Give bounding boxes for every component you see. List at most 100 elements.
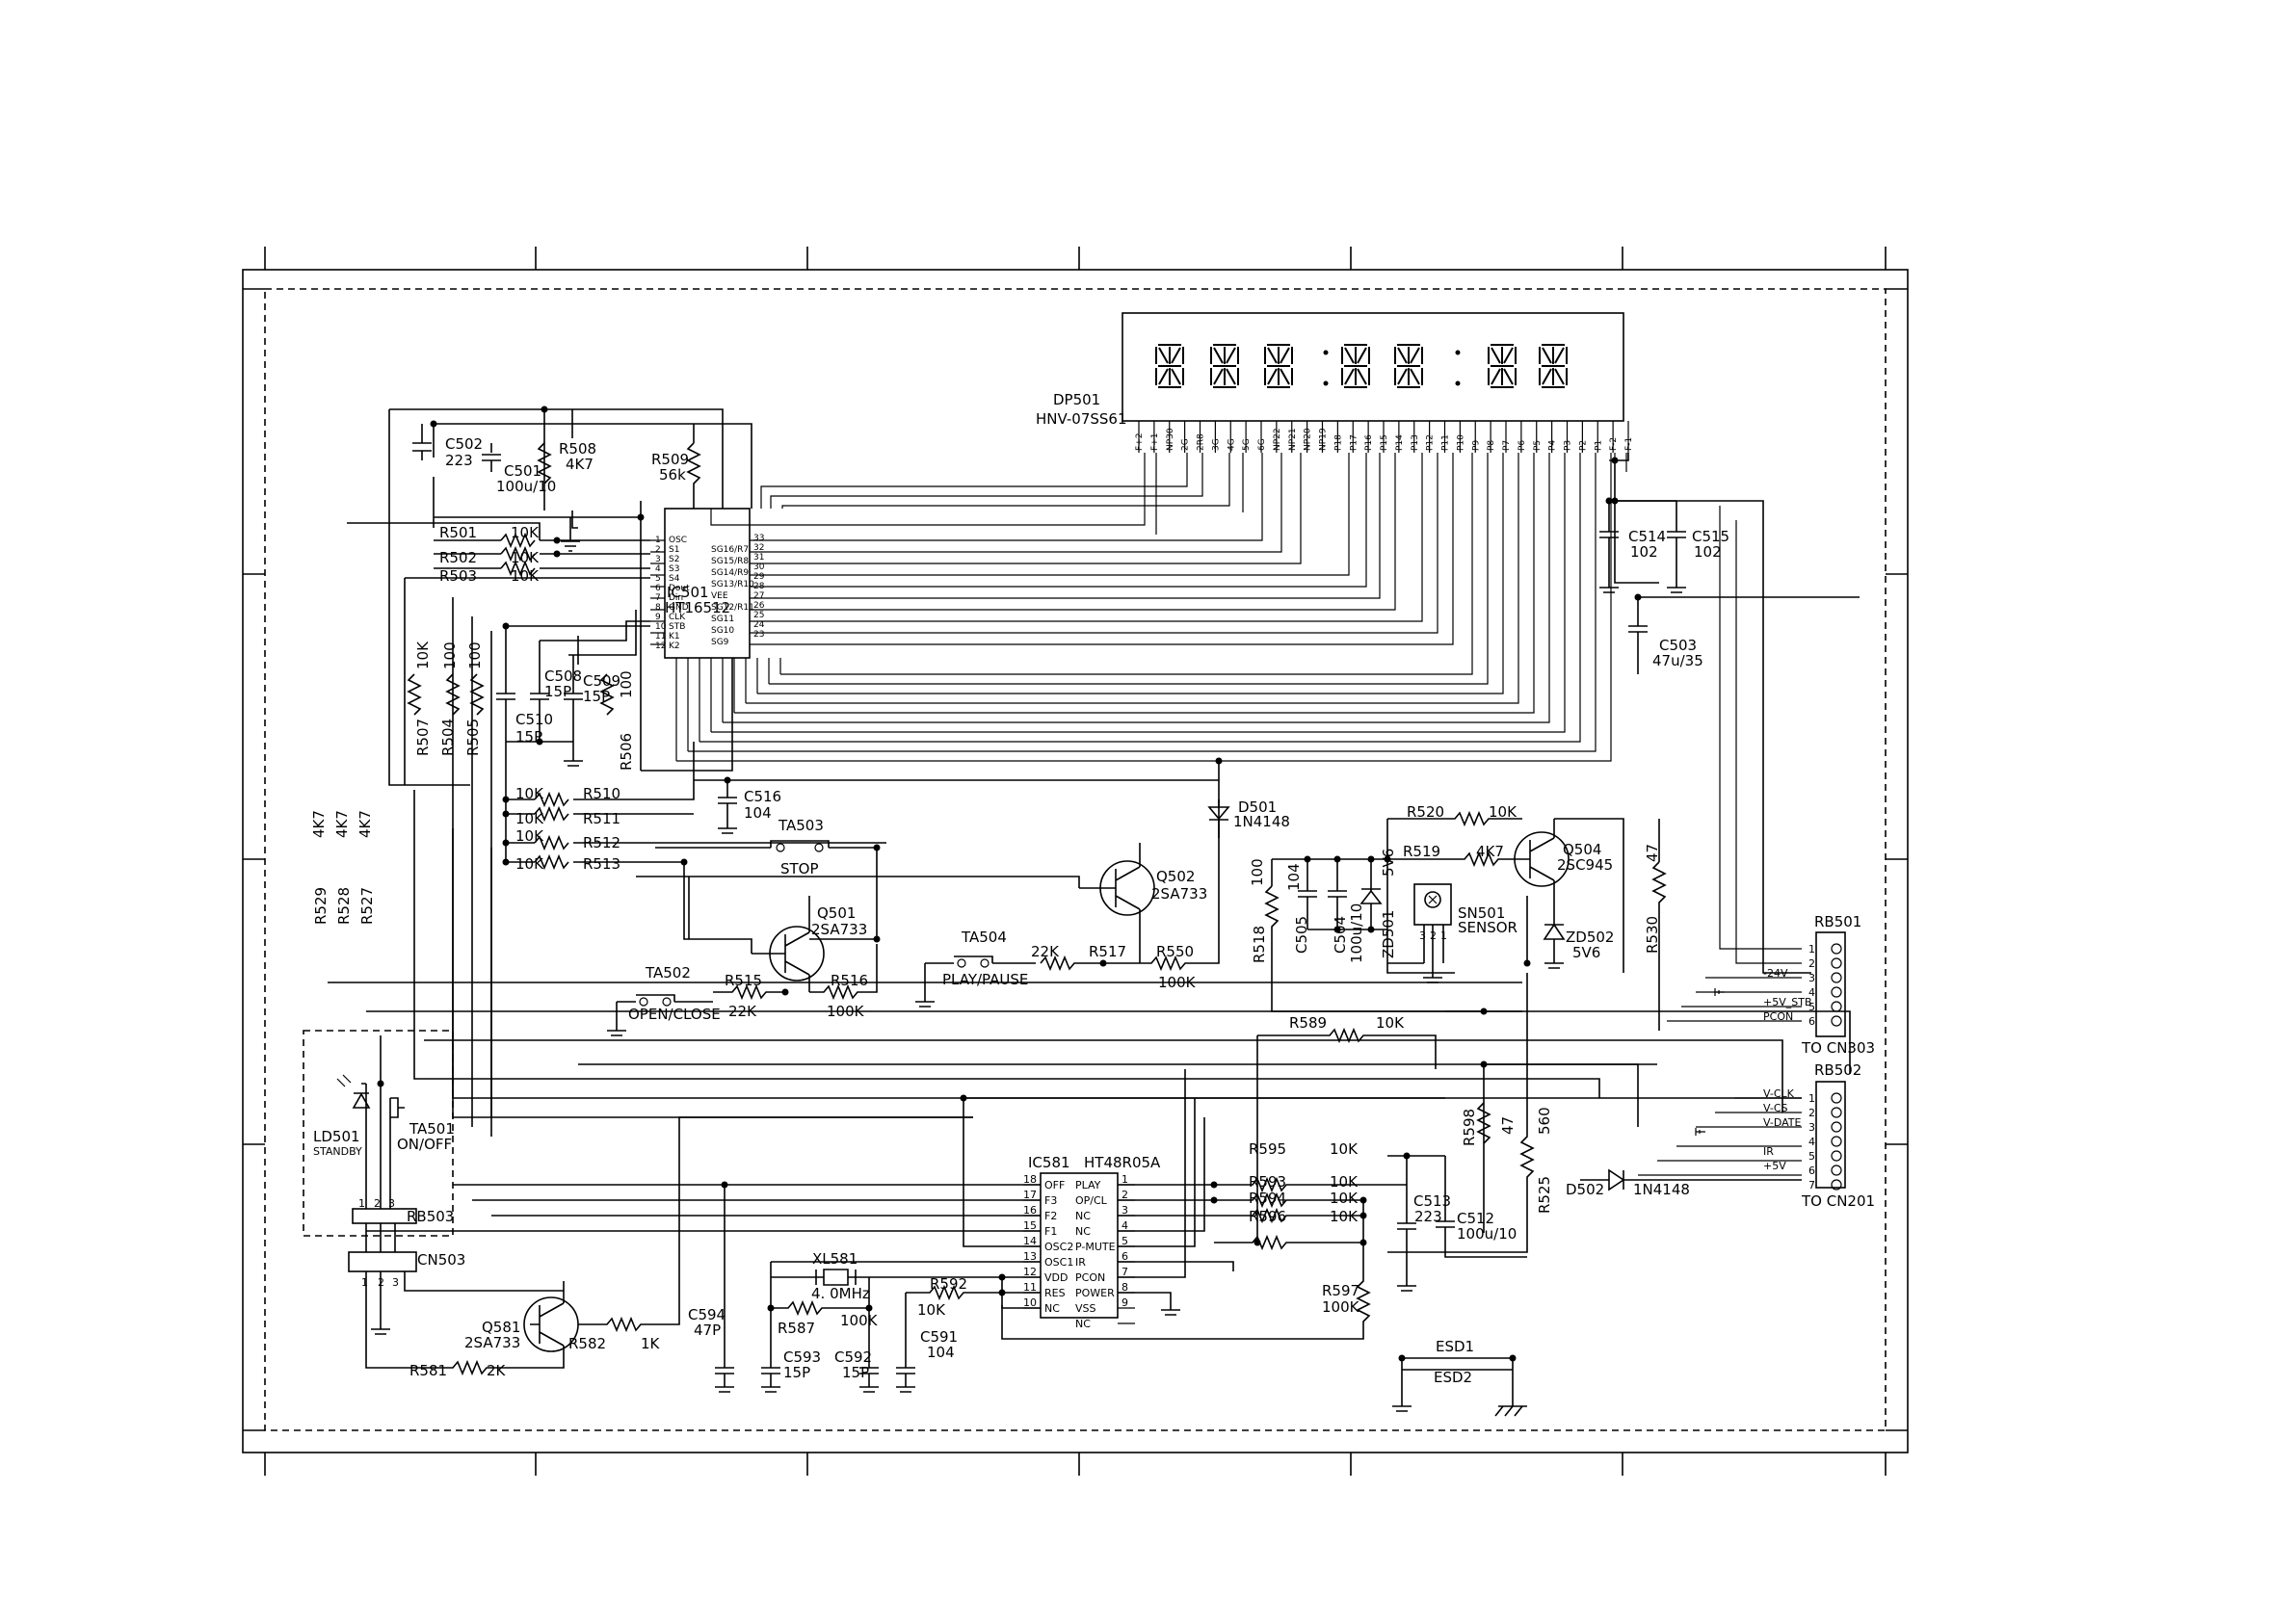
svg-text:R528: R528 — [335, 887, 353, 925]
ic581-pin-label: NC — [1044, 1302, 1060, 1315]
svg-text:4K7: 4K7 — [566, 456, 594, 473]
svg-text:R530: R530 — [1644, 916, 1661, 954]
rb501-pin-number: 3 — [1808, 972, 1815, 984]
ic501-pin-label: SG9 — [711, 638, 729, 647]
ic501-pin-number: 9 — [655, 613, 661, 622]
vfd-digit — [1341, 344, 1370, 388]
ic501-pin-number: 33 — [753, 534, 764, 543]
ic581-pin-number: 5 — [1122, 1235, 1128, 1247]
rb501-pin-number: 4 — [1808, 986, 1815, 999]
svg-text:15P: 15P — [842, 1364, 869, 1381]
svg-text:10K: 10K — [917, 1301, 946, 1319]
ic581-pin-label: VSS — [1075, 1302, 1096, 1315]
rb501-pin-label: +5V_STB — [1763, 996, 1812, 1008]
svg-text:R597: R597 — [1322, 1282, 1359, 1299]
ic581-pin-number: 4 — [1122, 1219, 1128, 1232]
rb502-pin-number: 2 — [1808, 1107, 1815, 1119]
rb502-pin — [1831, 1136, 1842, 1147]
svg-text:100: 100 — [466, 641, 484, 669]
svg-text:R550: R550 — [1156, 943, 1194, 960]
dp501-pin-label: 4G — [1227, 438, 1236, 451]
svg-text:R508: R508 — [559, 440, 596, 458]
standby-board — [303, 1030, 454, 1272]
svg-text:C510: C510 — [515, 711, 553, 728]
ic581-pin-number: 15 — [1023, 1219, 1037, 1232]
ic501-pin-label: S2 — [669, 555, 679, 564]
svg-text:C512: C512 — [1457, 1210, 1494, 1227]
dp501-pin-label: P16 — [1364, 434, 1374, 451]
ic581-pin-number: 3 — [1122, 1204, 1128, 1217]
svg-text:TA501: TA501 — [409, 1120, 455, 1138]
rb502-pin — [1831, 1107, 1842, 1118]
dp501-pin-label: P4 — [1548, 440, 1558, 451]
svg-text:C593: C593 — [783, 1348, 821, 1366]
svg-text:3: 3 — [392, 1276, 399, 1289]
svg-text:2: 2 — [374, 1197, 381, 1210]
dp501-ref: DP501 — [1053, 391, 1100, 408]
ic501-part: HT16512 — [665, 599, 730, 616]
ic501-pin-number: 32 — [753, 543, 764, 553]
svg-text:56k: 56k — [659, 466, 686, 484]
svg-text:5V6: 5V6 — [1572, 944, 1600, 961]
ic501-pin-number: 24 — [753, 620, 765, 630]
ic581-pin-label: NC — [1075, 1225, 1091, 1238]
ic581-pin-number: 13 — [1023, 1250, 1037, 1263]
dp501-pin-label: NP19 — [1319, 428, 1329, 451]
ic581-pin-label: POWER — [1075, 1287, 1115, 1299]
ic501-pin-label: S3 — [669, 564, 679, 574]
dp501-pin-label: P17 — [1349, 434, 1359, 451]
svg-text:R503: R503 — [439, 567, 477, 585]
rb502-pin-number: 5 — [1808, 1150, 1815, 1163]
dp501-pin-label: 3G — [1211, 438, 1221, 451]
ic581-pin-number: 18 — [1023, 1173, 1037, 1186]
display-bus-wiring — [675, 453, 1811, 974]
svg-text:R520: R520 — [1407, 803, 1444, 821]
svg-text:ZD502: ZD502 — [1566, 929, 1614, 946]
ic581-pin-number: 9 — [1122, 1296, 1128, 1309]
svg-text:102: 102 — [1630, 543, 1658, 561]
rb502-ref: RB502 — [1814, 1061, 1861, 1079]
ic501-pin-label: SG11 — [711, 615, 734, 624]
svg-text:104: 104 — [1285, 863, 1303, 891]
sensor-power-section — [1264, 497, 1860, 1031]
svg-text:RB503: RB503 — [407, 1208, 454, 1225]
svg-text:LD501: LD501 — [313, 1128, 360, 1145]
svg-text:100: 100 — [1249, 858, 1266, 886]
svg-text:223: 223 — [445, 452, 473, 469]
dp501-pin-label: P13 — [1411, 434, 1420, 451]
ic501-pin-label: Dout — [669, 584, 690, 593]
svg-text:R512: R512 — [583, 834, 620, 851]
svg-text:2SC945: 2SC945 — [1557, 856, 1613, 874]
rb502-pin-number: 1 — [1808, 1092, 1815, 1105]
svg-text:47P: 47P — [694, 1322, 721, 1339]
svg-text:100K: 100K — [1322, 1298, 1360, 1316]
svg-text:22K: 22K — [1031, 943, 1060, 960]
ic501-pin-label: GND — [669, 603, 689, 613]
ic501-pin-label: VEE — [711, 591, 728, 601]
svg-text:R593: R593 — [1249, 1173, 1286, 1191]
dp501-pin-label: NP22 — [1273, 428, 1282, 451]
svg-text:Q504: Q504 — [1563, 841, 1601, 858]
ic581-pin-label: F1 — [1044, 1225, 1057, 1238]
svg-text:4. 0MHz: 4. 0MHz — [811, 1285, 870, 1302]
svg-text:R592: R592 — [930, 1275, 967, 1293]
ic501-pin-number: 3 — [655, 555, 661, 564]
svg-text:15P: 15P — [515, 728, 542, 746]
dp501-pin-label: P15 — [1380, 434, 1389, 451]
svg-text:100K: 100K — [1158, 974, 1197, 991]
svg-text:C592: C592 — [834, 1348, 872, 1366]
ic581-pin-label: OSC2 — [1044, 1241, 1073, 1253]
svg-text:R513: R513 — [583, 855, 620, 873]
svg-text:10K: 10K — [1376, 1014, 1405, 1032]
svg-text:R595: R595 — [1249, 1140, 1286, 1158]
dp501-pin-label: F+2 — [1135, 433, 1145, 451]
svg-text:2: 2 — [378, 1276, 384, 1289]
ic501-pin-number: 29 — [753, 572, 765, 582]
rb501-pin-label: -24V — [1763, 967, 1788, 980]
rb501-pin-number: 1 — [1808, 943, 1815, 955]
svg-text:C508: C508 — [544, 668, 582, 685]
svg-text:4K7: 4K7 — [333, 810, 351, 838]
ic501-pin-number: 6 — [655, 584, 661, 593]
rb501-pin — [1831, 986, 1842, 998]
